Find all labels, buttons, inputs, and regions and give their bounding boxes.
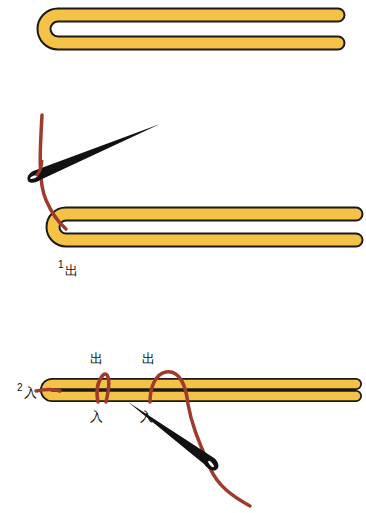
step-number: 1	[58, 260, 64, 270]
stitch-mark: 出	[90, 352, 103, 365]
stitch-mark: 出	[65, 264, 78, 277]
needle	[27, 124, 160, 183]
needle	[128, 402, 218, 471]
folded-ribbon	[53, 214, 356, 240]
folded-ribbon	[44, 15, 338, 43]
stitch-mark: 出	[142, 352, 155, 365]
stitch-mark: 入	[24, 386, 37, 399]
flattened-ribbon	[46, 384, 356, 396]
step-number: 2	[17, 383, 23, 393]
thread	[36, 160, 42, 176]
stitch-mark: 入	[90, 410, 103, 423]
thread	[36, 372, 250, 506]
stitch-mark: 入	[140, 410, 153, 423]
